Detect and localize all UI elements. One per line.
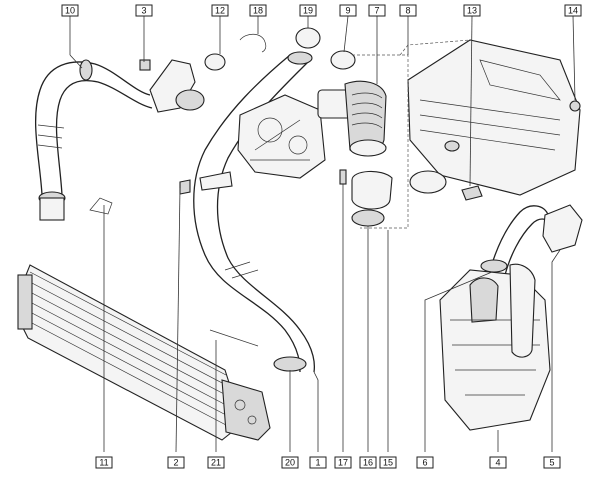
callout-16-label: 16 [363, 458, 373, 468]
callout-12-label: 12 [215, 6, 225, 16]
callout-2-label: 2 [173, 458, 178, 468]
gasket-5 [542, 204, 583, 253]
callout-5: 5 [543, 456, 561, 469]
callout-6: 6 [416, 456, 434, 469]
callout-labels: 10 3 12 18 19 9 7 8 [61, 4, 582, 469]
clamp-9 [330, 50, 356, 70]
callout-1: 1 [309, 456, 327, 469]
air-flow-meter [317, 80, 387, 157]
callout-13-label: 13 [467, 6, 477, 16]
callout-17: 17 [334, 456, 352, 469]
outlet-pipe [351, 170, 393, 227]
intercooler [17, 264, 271, 441]
resonator-assembly [439, 205, 553, 431]
callout-5-label: 5 [549, 458, 554, 468]
grommet-13 [461, 185, 483, 201]
callout-3-label: 3 [141, 6, 146, 16]
bolt-14 [569, 100, 581, 112]
clip-18 [239, 33, 267, 53]
callout-8-label: 8 [405, 6, 410, 16]
bracket-2 [175, 171, 233, 453]
callout-7-label: 7 [374, 6, 379, 16]
leader-lines [69, 15, 576, 452]
o-ring-19 [295, 27, 321, 49]
callout-12: 12 [211, 4, 229, 17]
callout-9: 9 [339, 4, 357, 17]
callout-4: 4 [489, 456, 507, 469]
callout-14: 14 [564, 4, 582, 17]
nut-3 [139, 59, 151, 71]
callout-7: 7 [368, 4, 386, 17]
clamp-12 [204, 53, 226, 71]
clamp-8 [409, 170, 447, 194]
callout-10-label: 10 [65, 6, 75, 16]
hose-clamp-upper [79, 59, 93, 81]
seal-20 [273, 356, 307, 372]
turbo-outlet-elbow [139, 59, 205, 113]
callout-11: 11 [95, 456, 113, 469]
callout-21: 21 [207, 456, 225, 469]
callout-20: 20 [281, 456, 299, 469]
callout-21-label: 21 [211, 458, 221, 468]
callout-17-label: 17 [338, 458, 348, 468]
intercooler-end-tank-right [221, 379, 271, 441]
callout-2: 2 [167, 456, 185, 469]
hose-coupler [39, 197, 65, 221]
callout-3: 3 [135, 4, 153, 17]
callout-19-label: 19 [303, 6, 313, 16]
callout-9-label: 9 [345, 6, 350, 16]
callout-18: 18 [249, 4, 267, 17]
charge-air-hose [193, 51, 315, 373]
callout-18-label: 18 [253, 6, 263, 16]
callout-1-label: 1 [315, 458, 320, 468]
seal-16 [351, 209, 385, 227]
screw-17 [339, 169, 347, 185]
callout-16: 16 [359, 456, 377, 469]
callout-6-label: 6 [422, 458, 427, 468]
callout-10: 10 [61, 4, 79, 17]
callout-15: 15 [379, 456, 397, 469]
callout-4-label: 4 [495, 458, 500, 468]
callout-20-label: 20 [285, 458, 295, 468]
callout-14-label: 14 [568, 6, 578, 16]
throttle-body-assembly [237, 94, 326, 179]
callout-15-label: 15 [383, 458, 393, 468]
intercooler-inlet-hose [35, 59, 153, 221]
air-filter-box [407, 39, 581, 196]
callout-19: 19 [299, 4, 317, 17]
intercooler-end-tank-left [17, 274, 33, 330]
callout-8: 8 [399, 4, 417, 17]
gasket-11 [89, 197, 113, 215]
callout-13: 13 [463, 4, 481, 17]
rod-21 [209, 329, 259, 347]
callout-11-label: 11 [99, 458, 108, 468]
